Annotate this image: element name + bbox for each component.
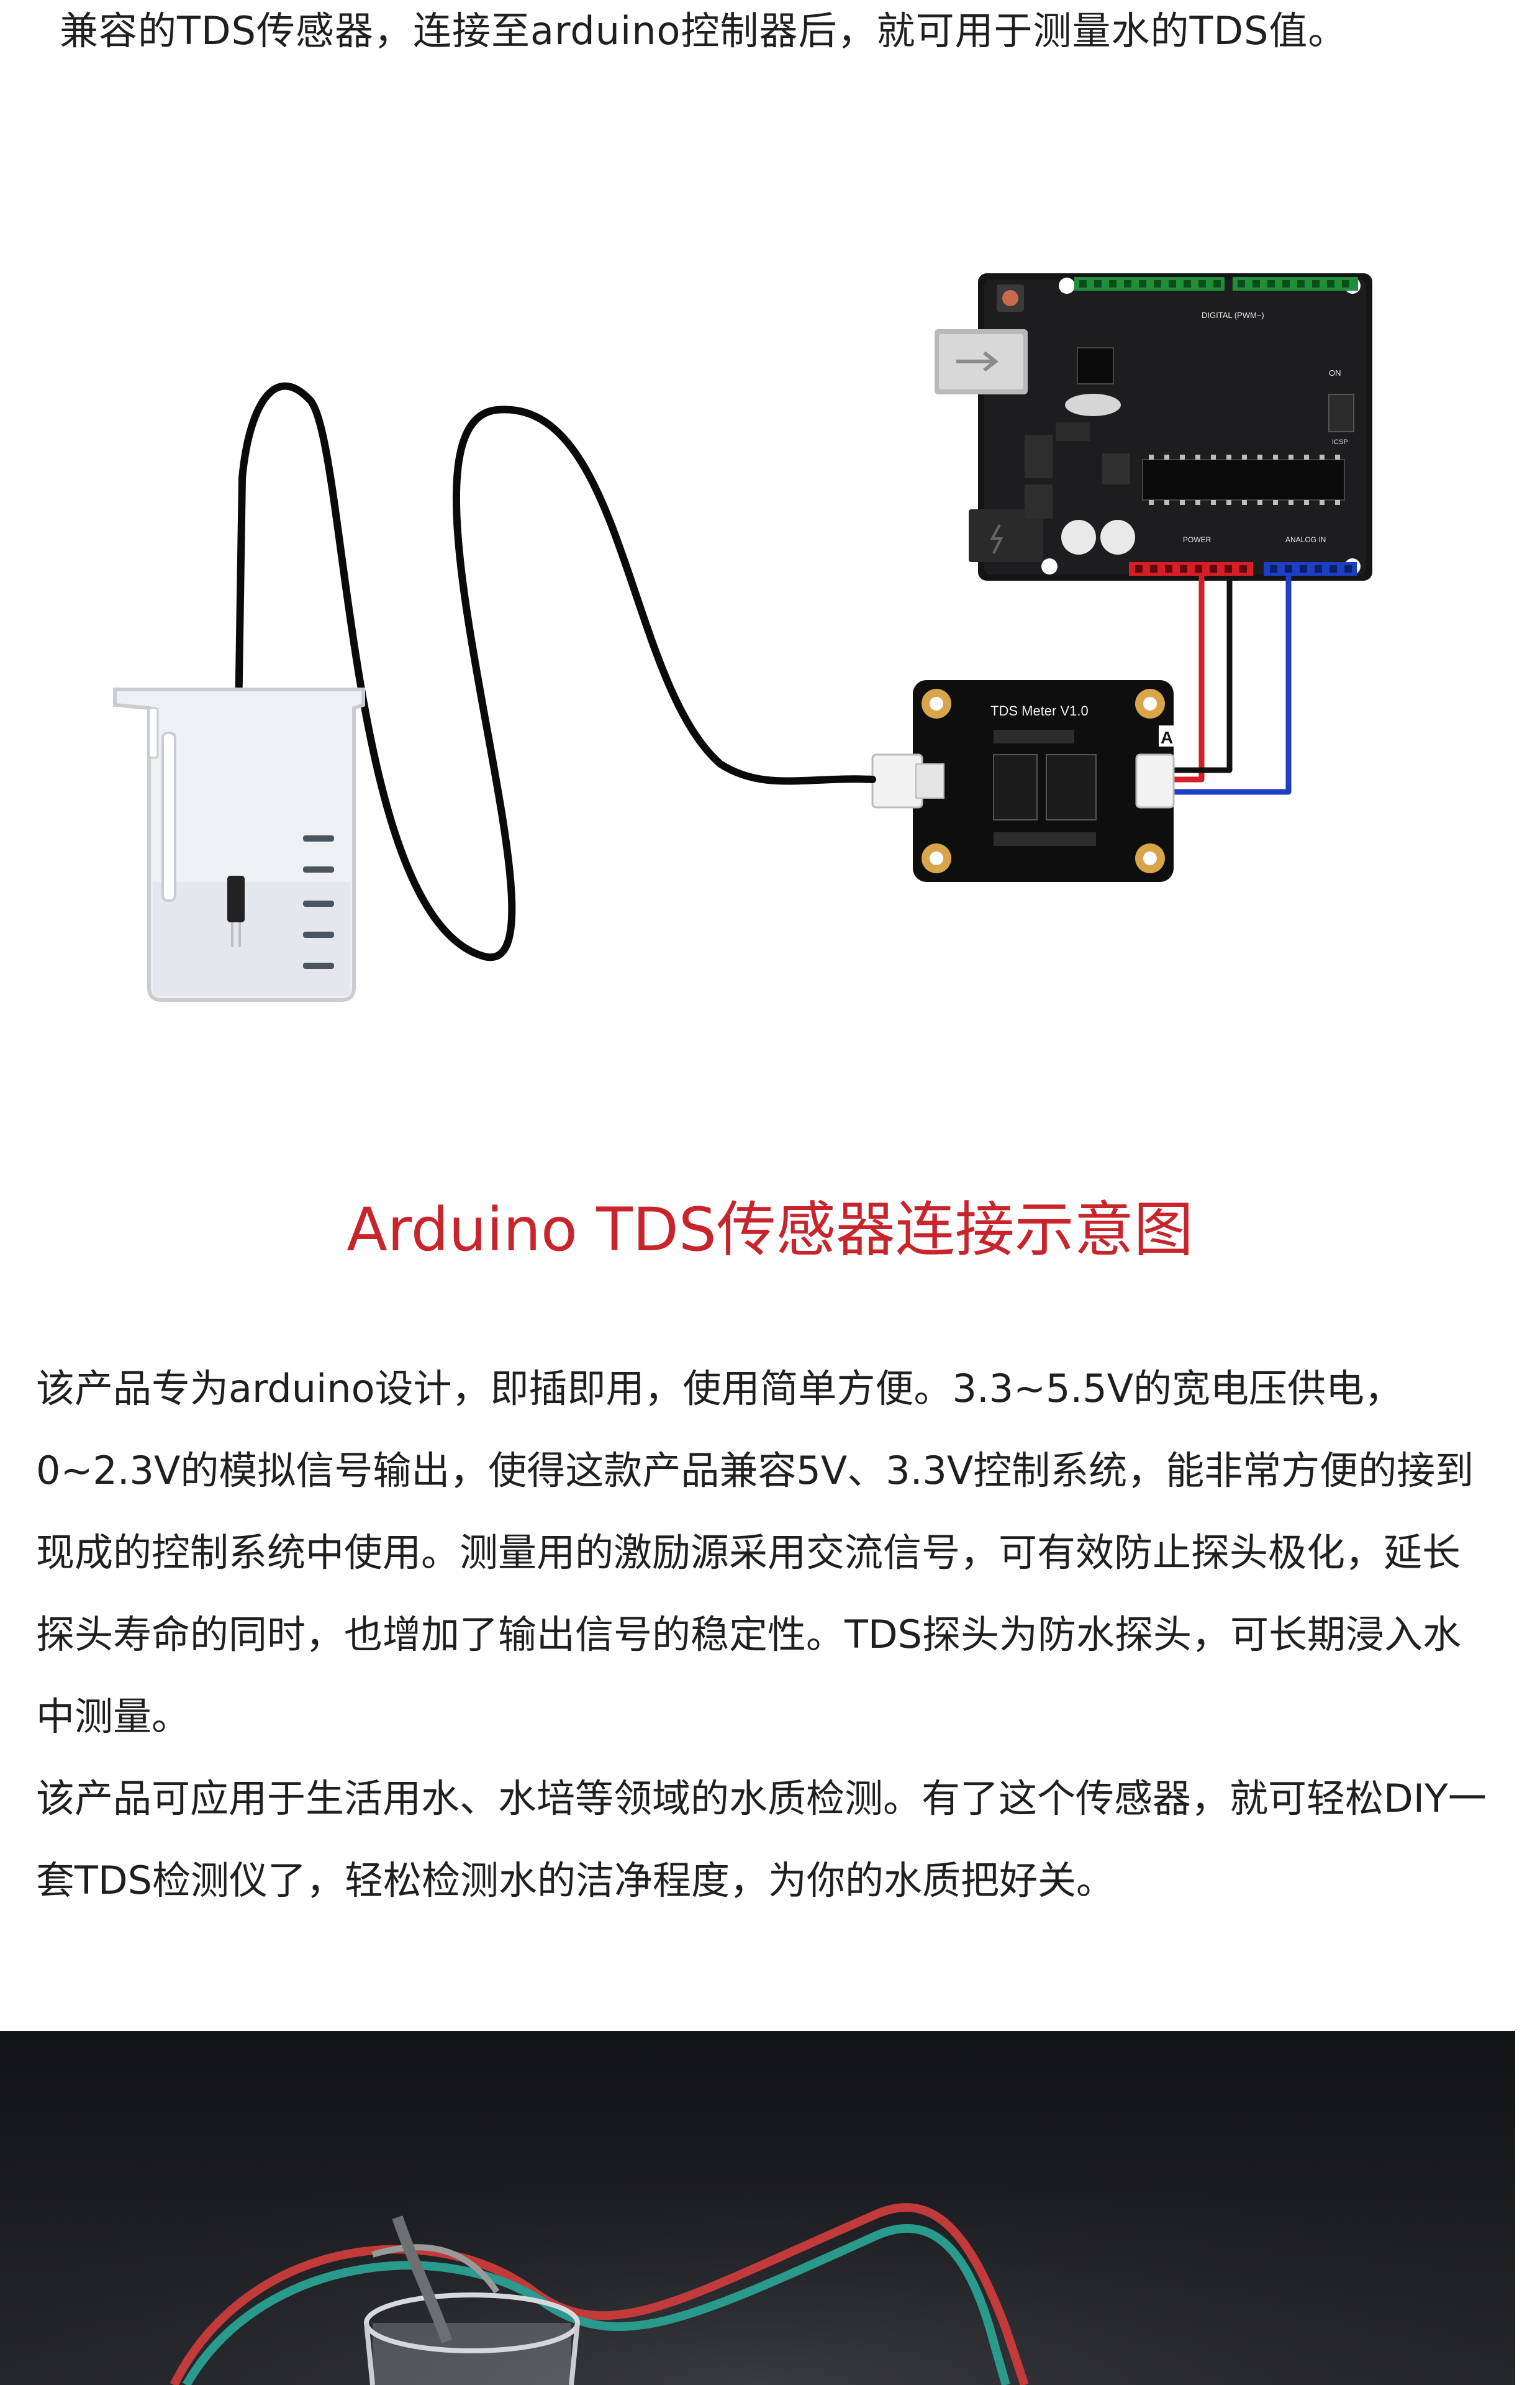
gray-cable [371, 2244, 500, 2294]
connection-diagram: DIGITAL (PWM~) ON [113, 273, 1372, 1002]
glass-body [364, 2322, 580, 2385]
module-chip [993, 754, 1038, 820]
signal-wire [1174, 576, 1292, 795]
power-wire [1174, 576, 1205, 783]
red-cable [170, 2203, 1029, 2385]
probe [392, 2215, 453, 2344]
probe-tip [227, 876, 245, 922]
description-paragraph: 该产品可应用于生活用水、水培等领域的水质检测。有了这个传感器，就可轻松DIY一套… [36, 1776, 1487, 1903]
ground-wire [1174, 576, 1233, 773]
power-label: POWER [1183, 535, 1212, 544]
reset-button [1002, 290, 1018, 306]
module-label: TDS Meter V1.0 [990, 703, 1089, 719]
output-connector [1135, 753, 1175, 809]
water [153, 882, 350, 996]
analog-label: ANALOG IN [1285, 535, 1326, 544]
product-description: 该产品专为arduino设计，即插即用，使用简单方便。3.3~5.5V的宽电压供… [36, 1348, 1489, 1922]
on-label: ON [1329, 368, 1341, 378]
probe-connector [871, 753, 923, 809]
capacitor [1100, 520, 1135, 555]
digital-label: DIGITAL (PWM~) [1202, 311, 1264, 320]
icsp-label: ICSP [1332, 438, 1348, 446]
teal-cable [182, 2224, 1010, 2385]
power-jack [969, 509, 1043, 562]
mcu-chip [1142, 459, 1345, 501]
arduino-board: DIGITAL (PWM~) ON [935, 273, 1372, 581]
usb-chip [1077, 347, 1114, 384]
connector-mark: A [1161, 728, 1173, 747]
description-paragraph: 该产品专为arduino设计，即插即用，使用简单方便。3.3~5.5V的宽电压供… [36, 1366, 1474, 1739]
capacitor [1061, 520, 1096, 555]
diagram-caption: Arduino TDS传感器连接示意图 [346, 1195, 1194, 1265]
product-photo [0, 2031, 1515, 2385]
icsp-header [1328, 394, 1354, 432]
intro-text: 兼容的TDS传感器，连接至arduino控制器后，就可用于测量水的TDS值。 [60, 8, 1348, 53]
power-header [1129, 562, 1253, 576]
probe-cable [232, 382, 876, 961]
tds-module: TDS Meter V1.0 A [871, 680, 1175, 882]
beaker [113, 688, 365, 1002]
analog-header [1264, 562, 1357, 576]
